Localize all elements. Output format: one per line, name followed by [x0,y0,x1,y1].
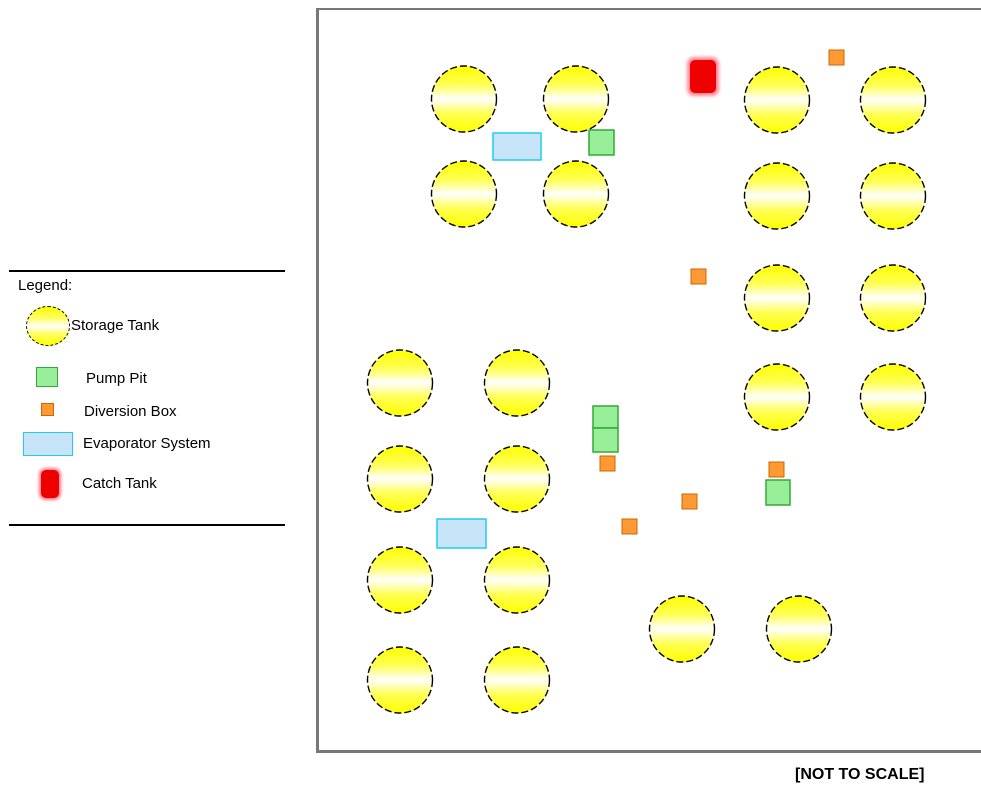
tank-farm-map-canvas [366,49,927,714]
storage-tank [483,349,551,417]
storage-tank [765,595,833,663]
storage-tank [743,162,811,230]
storage-tank [366,646,434,714]
legend-item-diversion-box: Diversion Box [9,400,285,430]
diversion-box [599,455,616,472]
legend-label-catch-tank: Catch Tank [82,475,157,492]
storage-tank [743,66,811,134]
pump-pit-icon [36,367,58,387]
evaporator-system-icon [23,432,73,456]
storage-tank [430,65,498,133]
storage-tank [542,65,610,133]
storage-tank [542,160,610,228]
pump-pit [592,405,619,429]
diversion-box [690,268,707,285]
storage-tank [743,363,811,431]
tank-farm-map [316,8,981,753]
catch-tank [690,60,716,93]
storage-tank-icon [26,306,70,346]
legend-title: Legend: [18,277,73,294]
diversion-box [828,49,845,66]
legend-item-storage-tank: Storage Tank [9,306,285,346]
legend-label-storage-tank: Storage Tank [71,317,160,334]
storage-tank [366,445,434,513]
legend-label-diversion-box: Diversion Box [84,403,177,420]
pump-pit [765,479,791,506]
evaporator-system [492,132,542,161]
storage-tank [483,445,551,513]
storage-tank [430,160,498,228]
storage-tank [366,349,434,417]
storage-tank [859,162,927,230]
storage-tank [743,264,811,332]
legend-item-catch-tank: Catch Tank [9,470,285,500]
storage-tank [859,66,927,134]
legend-label-evaporator-system: Evaporator System [83,435,211,452]
diversion-box [621,518,638,535]
storage-tank [648,595,716,663]
not-to-scale-note: [NOT TO SCALE] [795,766,925,783]
legend-item-evaporator-system: Evaporator System [9,432,285,462]
diversion-box-icon [41,403,54,416]
diversion-box [768,461,785,478]
storage-tank [483,546,551,614]
diversion-box [681,493,698,510]
catch-tank-icon [41,470,59,498]
evaporator-system [436,518,487,549]
pump-pit [592,427,619,453]
storage-tank [483,646,551,714]
legend-label-pump-pit: Pump Pit [86,370,147,387]
pump-pit [588,129,615,156]
storage-tank [366,546,434,614]
storage-tank [859,264,927,332]
legend-item-pump-pit: Pump Pit [9,366,285,396]
legend: Legend: Storage Tank Pump Pit Diversion … [9,270,285,526]
storage-tank [859,363,927,431]
